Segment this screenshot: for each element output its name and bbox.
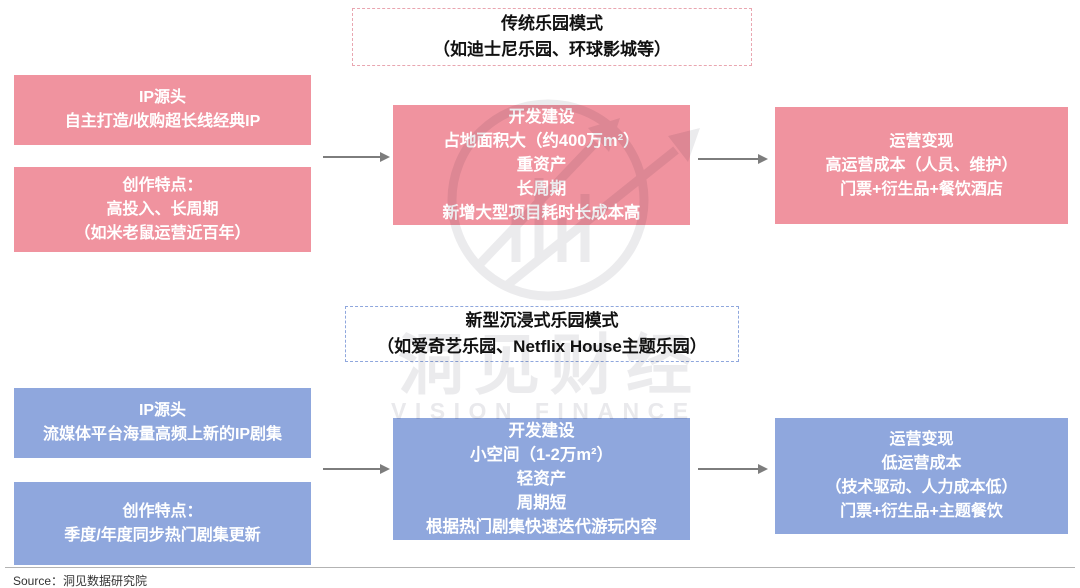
box-line: 低运营成本: [881, 455, 962, 472]
box-line: 占地面积大（约400万m²）: [443, 132, 640, 150]
box-creation-traits-traditional: 创作特点： 高投入、长周期 （如米老鼠运营近百年）: [14, 167, 311, 252]
box-line: （如米老鼠运营近百年）: [74, 224, 251, 242]
box-ip-source-new: IP源头 流媒体平台海量高频上新的IP剧集: [14, 388, 311, 458]
source-note: Source：洞见数据研究院: [13, 574, 148, 588]
box-line: 创作特点：: [122, 176, 203, 194]
box-line: 开发建设: [508, 108, 575, 126]
flow-arrow: [323, 151, 390, 163]
section-title-new-immersive: 新型沉浸式乐园模式 （如爱奇艺乐园、Netflix House主题乐园）: [345, 306, 739, 362]
box-line: 轻资产: [516, 470, 567, 488]
box-line: 新增大型项目耗时长成本高: [442, 204, 641, 222]
box-development-traditional: 开发建设 占地面积大（约400万m²） 重资产 长周期 新增大型项目耗时长成本高: [393, 105, 690, 225]
box-line: IP源头: [138, 89, 187, 106]
box-line: （技术驱动、人力成本低）: [825, 479, 1018, 496]
box-creation-traits-new: 创作特点： 季度/年度同步热门剧集更新: [14, 482, 311, 565]
box-line: 运营变现: [889, 132, 954, 150]
box-development-new: 开发建设 小空间（1-2万m²） 轻资产 周期短 根据热门剧集快速迭代游玩内容: [393, 418, 690, 540]
box-line: 门票+衍生品+餐饮酒店: [840, 180, 1003, 198]
title-line: 传统乐园模式: [501, 14, 603, 33]
box-line: 开发建设: [508, 422, 575, 440]
box-ip-source-traditional: IP源头 自主打造/收购超长线经典IP: [14, 75, 311, 145]
box-line: 小空间（1-2万m²）: [469, 446, 613, 464]
title-line: （如迪士尼乐园、环球影城等）: [433, 40, 671, 59]
title-line: 新型沉浸式乐园模式: [465, 311, 619, 330]
box-line: 流媒体平台海量高频上新的IP剧集: [42, 426, 283, 443]
box-line: 自主打造/收购超长线经典IP: [64, 113, 261, 130]
flow-arrow: [323, 463, 390, 475]
box-line: 运营变现: [889, 431, 954, 448]
box-line: 重资产: [516, 156, 567, 174]
box-line: 创作特点：: [122, 502, 203, 520]
box-line: 周期短: [516, 494, 567, 512]
box-line: 长周期: [516, 180, 567, 198]
flow-arrow: [698, 463, 768, 475]
box-line: 高运营成本（人员、维护）: [825, 156, 1018, 174]
box-line: IP源头: [138, 402, 187, 419]
box-line: 门票+衍生品+主题餐饮: [840, 503, 1003, 520]
title-line: （如爱奇艺乐园、Netflix House主题乐园）: [377, 337, 707, 356]
box-line: 高投入、长周期: [106, 200, 219, 218]
box-line: 季度/年度同步热门剧集更新: [64, 526, 261, 544]
flow-arrow: [698, 153, 768, 165]
box-line: 根据热门剧集快速迭代游玩内容: [426, 518, 657, 536]
box-operation-traditional: 运营变现 高运营成本（人员、维护） 门票+衍生品+餐饮酒店: [775, 107, 1068, 224]
box-operation-new: 运营变现 低运营成本 （技术驱动、人力成本低） 门票+衍生品+主题餐饮: [775, 418, 1068, 534]
section-title-traditional: 传统乐园模式 （如迪士尼乐园、环球影城等）: [352, 8, 752, 66]
footer-divider: [5, 567, 1075, 568]
